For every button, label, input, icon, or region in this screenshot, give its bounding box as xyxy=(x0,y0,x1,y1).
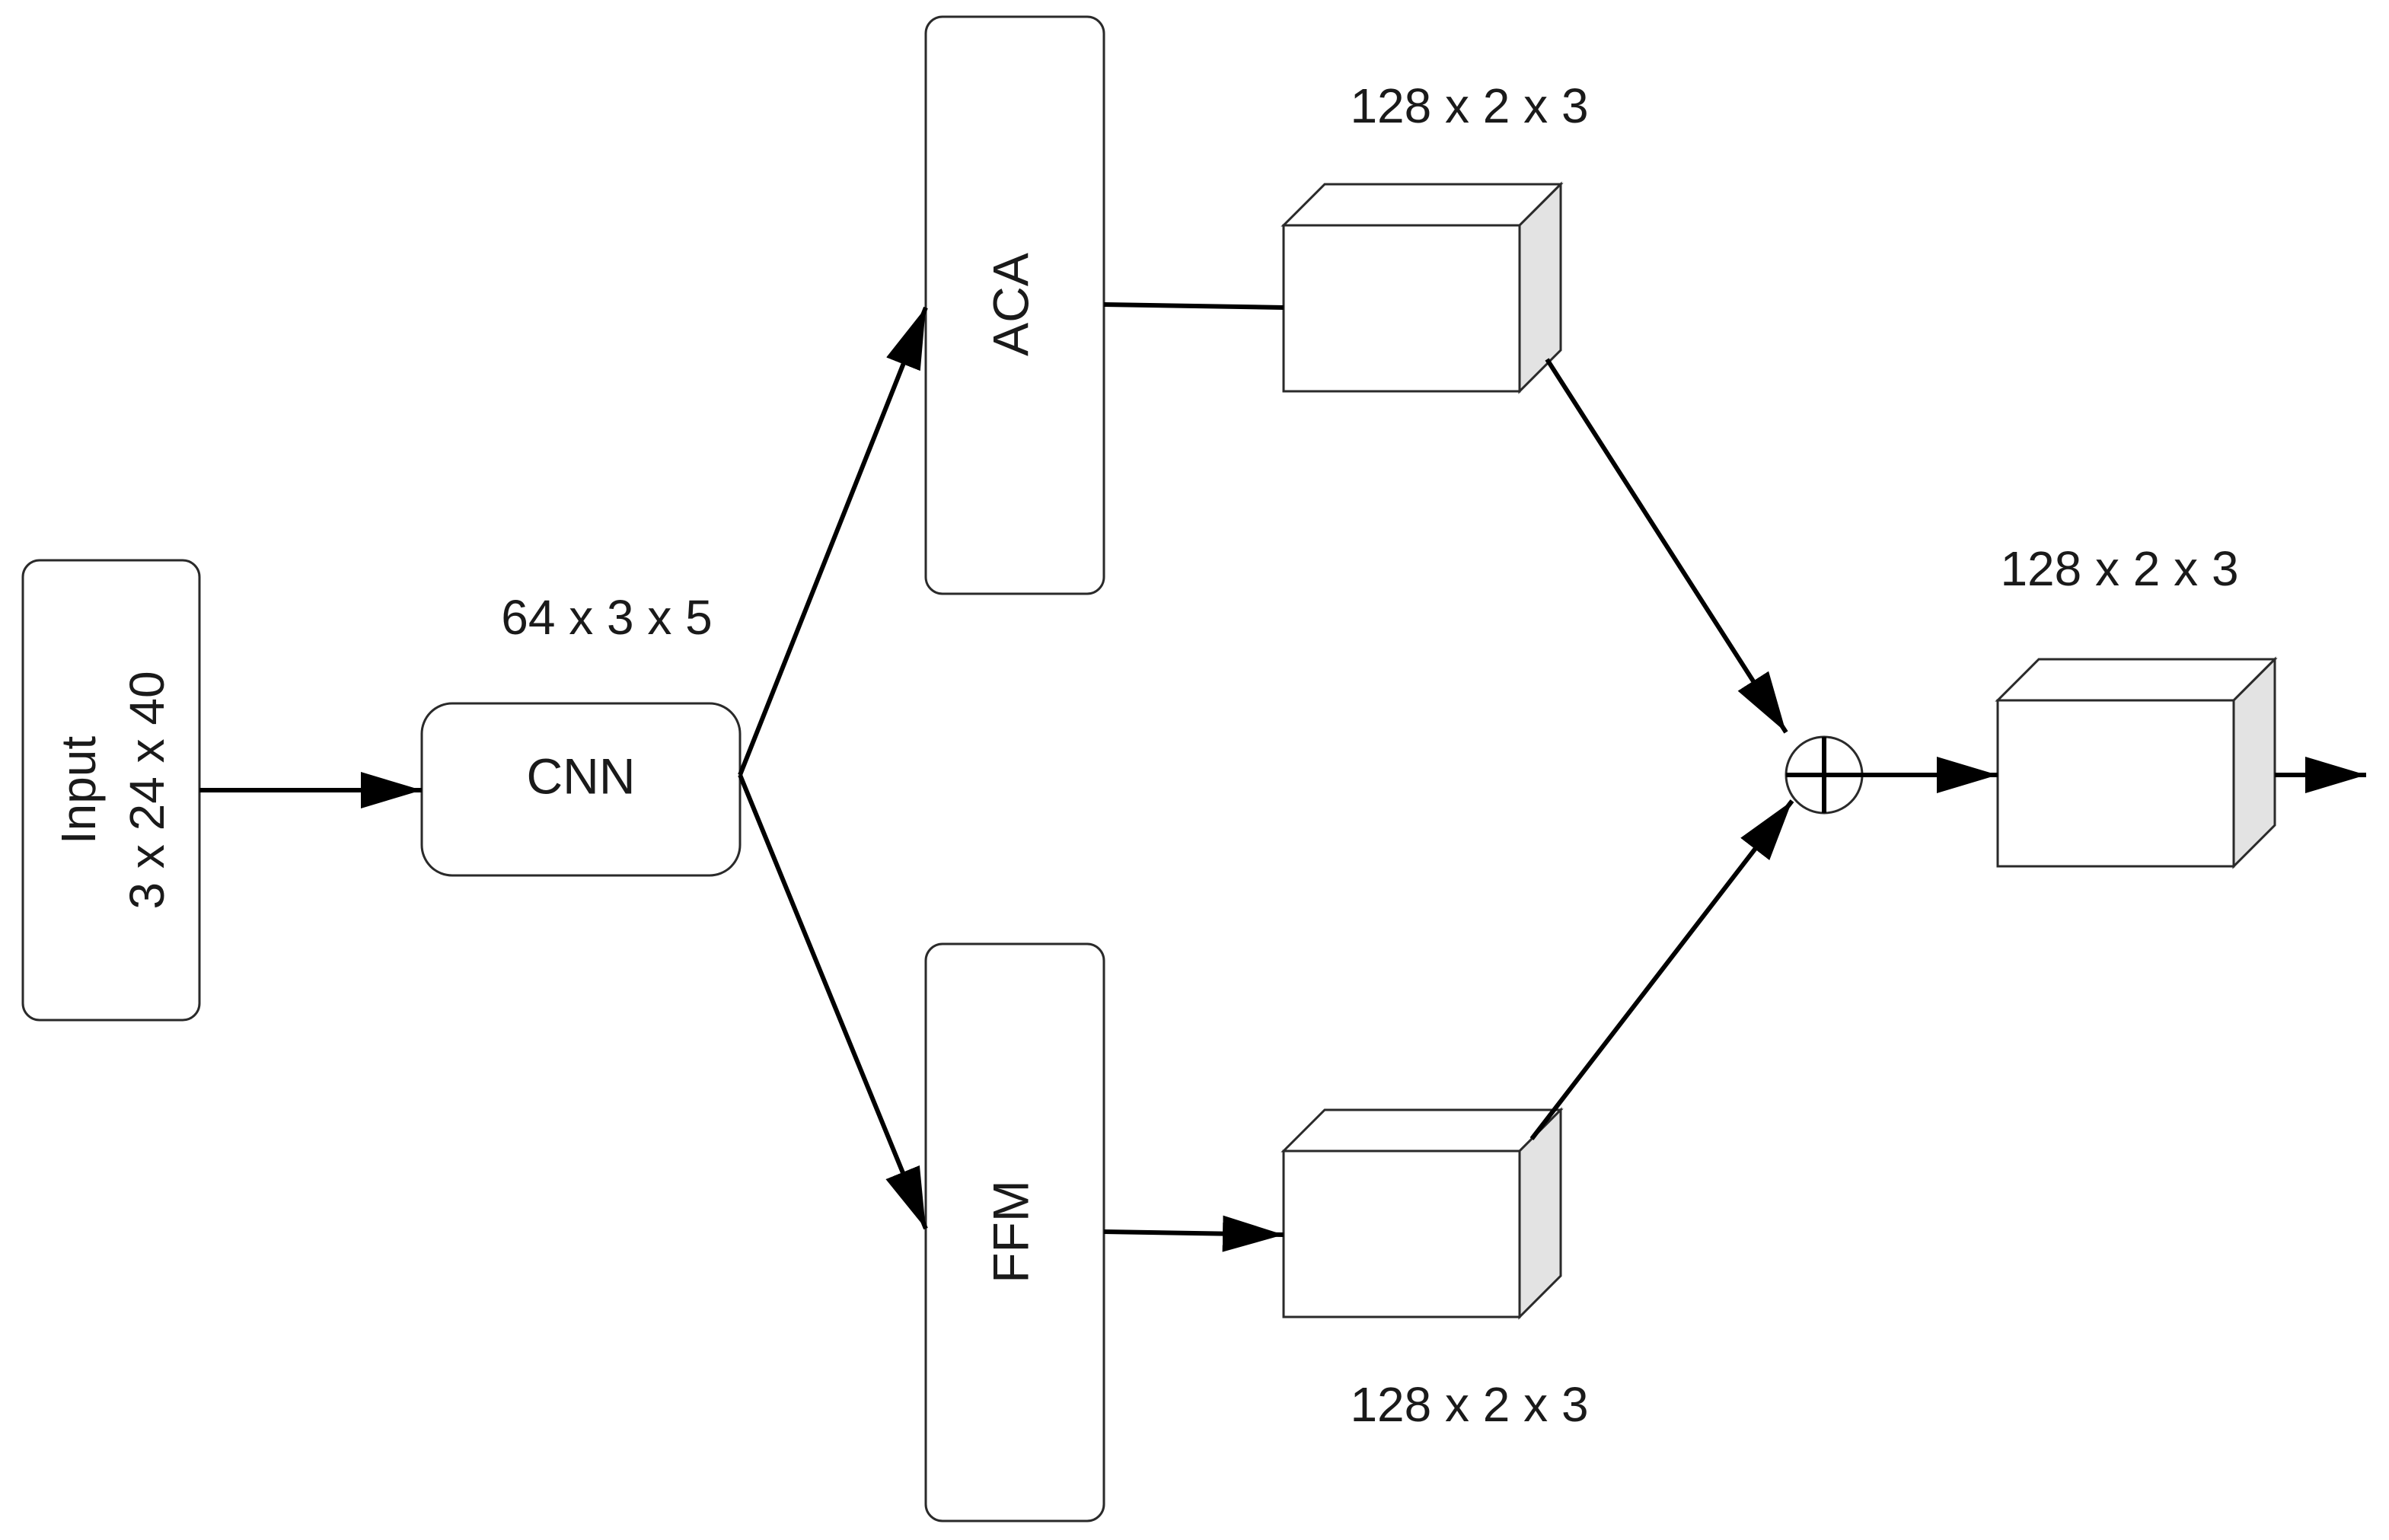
ffm-output-shape-label: 128 x 2 x 3 xyxy=(1350,1377,1588,1432)
edge-cnn-to-ffm xyxy=(738,773,928,1230)
edge-ffm-to-ffm-output xyxy=(1103,1215,1284,1252)
input-node: Input 3 x 24 x 40 xyxy=(21,559,201,1022)
ffm-node: FFM xyxy=(924,942,1105,1522)
element-wise-add-icon xyxy=(1785,735,1864,815)
aca-output-tensor-icon xyxy=(1281,181,1564,394)
aca-output-shape-label: 128 x 2 x 3 xyxy=(1350,78,1588,133)
edge-cnn-to-aca xyxy=(738,306,928,776)
edge-aca-to-aca-output xyxy=(1103,302,1284,310)
ffm-label: FFM xyxy=(982,1180,1038,1283)
cnn-node: CNN xyxy=(420,702,742,877)
ffm-output-tensor-icon xyxy=(1281,1107,1564,1320)
input-shape-label: 3 x 24 x 40 xyxy=(120,671,174,909)
aca-node: ACA xyxy=(924,15,1105,595)
input-label: Input xyxy=(51,736,106,845)
final-output-tensor-icon xyxy=(1995,656,2278,869)
edge-ffm-output-to-sum xyxy=(1529,799,1794,1140)
cnn-shape-label: 64 x 3 x 5 xyxy=(501,590,713,645)
final-output-shape-label: 128 x 2 x 3 xyxy=(2000,541,2238,596)
edge-aca-output-to-sum xyxy=(1545,358,1788,734)
aca-label: ACA xyxy=(982,253,1038,356)
cnn-label: CNN xyxy=(527,748,636,804)
